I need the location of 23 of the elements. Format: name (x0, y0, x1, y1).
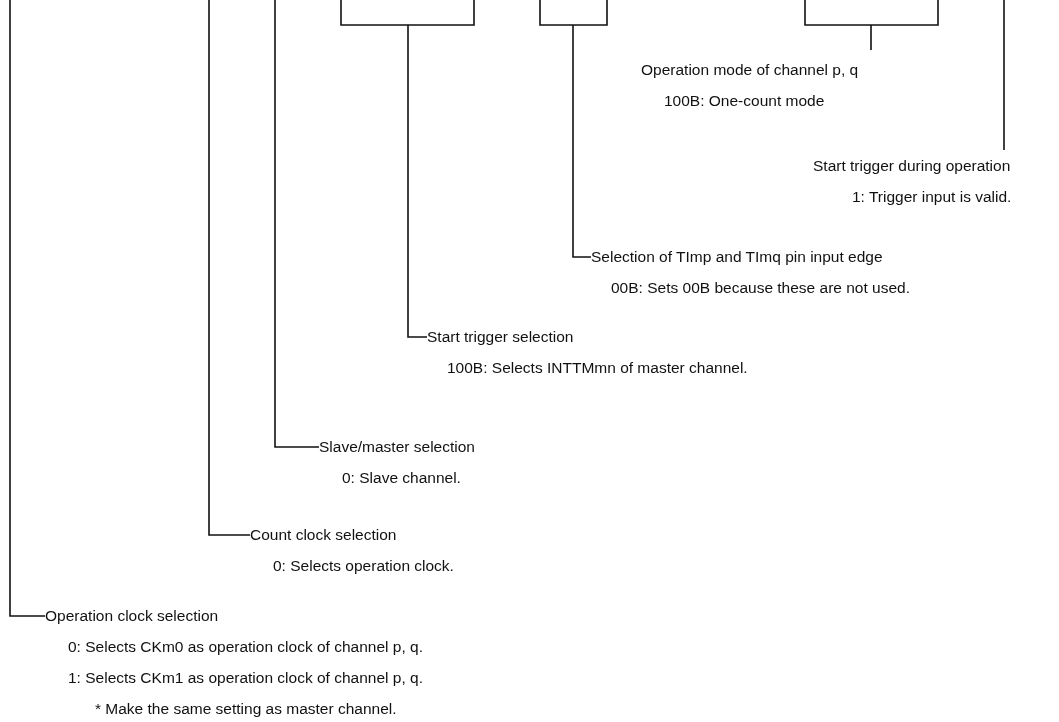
field-heading: Count clock selection (250, 525, 397, 545)
field-description: 00B: Sets 00B because these are not used. (611, 278, 910, 298)
field-description: 0: Slave channel. (342, 468, 461, 488)
leader-line (208, 0, 251, 536)
field-description: 1: Trigger input is valid. (852, 187, 1012, 207)
field-heading: Start trigger selection (427, 327, 574, 347)
field-heading: Operation mode of channel p, q (641, 60, 859, 80)
field-heading: Slave/master selection (319, 437, 475, 457)
leader-line (9, 0, 46, 617)
leader-line (804, 0, 939, 51)
leader-line (274, 0, 320, 448)
field-description: 100B: Selects INTTMmn of master channel. (447, 358, 748, 378)
field-heading: Start trigger during operation (813, 156, 1011, 176)
leader-line (539, 0, 608, 258)
field-description: 0: Selects operation clock. (273, 556, 454, 576)
field-description: 100B: One-count mode (664, 91, 825, 111)
field-heading: Operation clock selection (45, 606, 219, 626)
field-description: 0: Selects CKm0 as operation clock of channel p, q. (68, 637, 423, 657)
field-description: * Make the same setting as master channel. (95, 699, 397, 719)
leader-line (340, 0, 475, 338)
field-description: 1: Selects CKm1 as operation clock of channel p, q. (68, 668, 423, 688)
field-heading: Selection of TImp and TImq pin input edge (591, 247, 883, 267)
leader-line (1003, 0, 1005, 151)
